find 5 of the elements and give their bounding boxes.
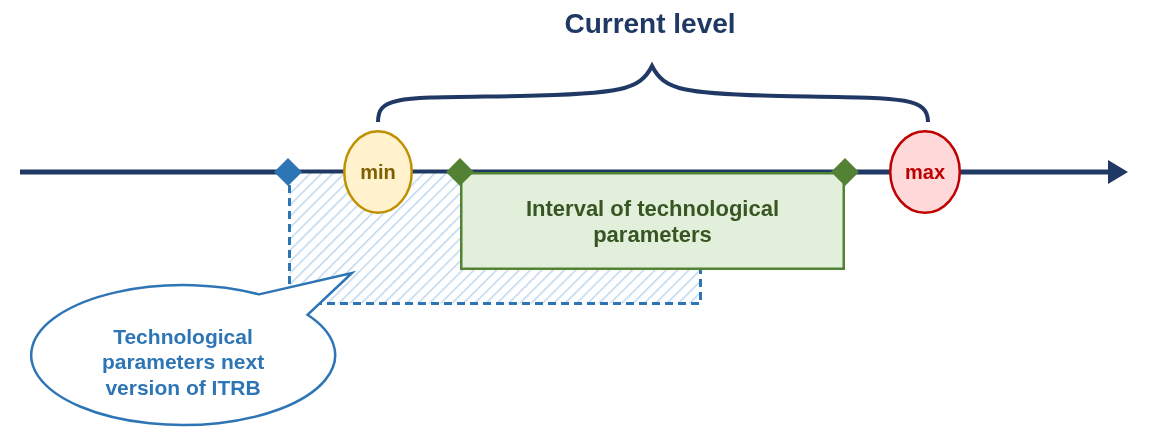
node-label: Interval of technological parameters bbox=[524, 195, 780, 249]
node-label: Technological parameters next version of ITRB bbox=[100, 324, 266, 400]
node-label: min bbox=[360, 160, 396, 184]
brace-label: Current level bbox=[564, 8, 736, 39]
node-label: max bbox=[905, 160, 945, 184]
